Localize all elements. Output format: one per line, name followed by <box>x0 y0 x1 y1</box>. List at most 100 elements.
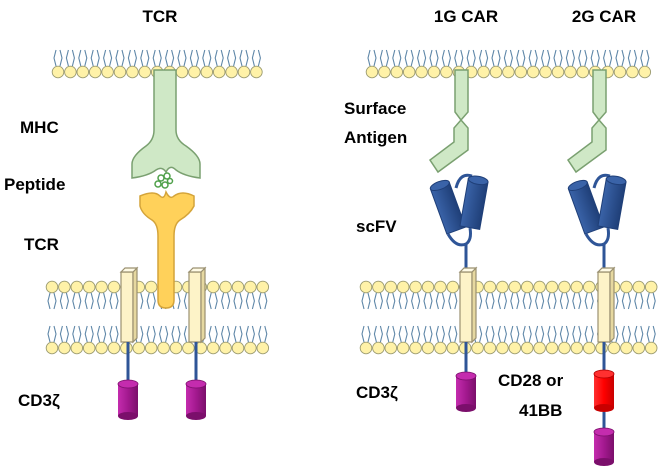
lipid-tail <box>59 292 69 310</box>
lipid-tail <box>146 292 156 310</box>
mhc-molecule <box>131 69 201 179</box>
lipid-head <box>582 341 596 355</box>
lipid-tail <box>503 49 513 67</box>
lipid-head <box>595 341 608 355</box>
lipid-head <box>82 341 96 355</box>
lipid-tail <box>221 325 231 343</box>
lipid-tail <box>140 49 150 67</box>
lipid-tail <box>479 49 489 67</box>
lipid-head <box>206 280 220 294</box>
lipid-tail <box>171 325 181 343</box>
lipid-head <box>169 341 183 355</box>
lipid-head <box>231 280 245 294</box>
lipid-head <box>372 341 385 355</box>
lipid-tail <box>53 49 63 67</box>
lipid-head <box>496 341 509 355</box>
lipid-head <box>539 65 552 79</box>
lipid-head <box>570 341 584 355</box>
lipid-head <box>533 341 546 355</box>
lipid-head <box>638 65 652 79</box>
lipid-tail <box>239 49 249 67</box>
lipid-head <box>533 280 546 294</box>
cd3-cylinder-2g <box>593 427 615 466</box>
lipid-tail <box>627 49 637 67</box>
lipid-tail <box>59 325 69 343</box>
lipid-tail <box>578 49 588 67</box>
lipid-tail <box>510 325 520 343</box>
cd3-label-left: CD3ζ <box>18 391 60 410</box>
lipid-tail <box>84 325 94 343</box>
lipid-tail <box>233 292 243 310</box>
lipid-tail <box>258 325 268 343</box>
lipid-tail <box>233 325 243 343</box>
lipid-head <box>138 65 152 79</box>
lipid-head <box>219 341 232 355</box>
lipid-tail <box>516 49 526 67</box>
lipid-head <box>514 65 528 79</box>
lipid-tail <box>522 325 532 343</box>
lipid-tail <box>214 49 224 67</box>
cd3-label-right: CD3ζ <box>356 383 398 402</box>
lipid-head <box>613 65 627 79</box>
lipid-tail <box>572 292 582 310</box>
lipid-tail <box>553 49 563 67</box>
lipid-head <box>212 65 226 79</box>
lipid-head <box>421 341 435 355</box>
lipid-head <box>558 341 571 355</box>
lipid-head <box>45 341 59 355</box>
lipid-head <box>95 341 108 355</box>
costim-label-2: 41BB <box>519 401 562 420</box>
lipid-head <box>45 280 59 294</box>
lipid-tail <box>245 325 255 343</box>
lipid-tail <box>640 49 650 67</box>
lipid-head <box>182 341 195 355</box>
scfv-1g <box>429 173 489 270</box>
lipid-head <box>396 280 410 294</box>
lipid-head <box>576 65 590 79</box>
lipid-tail <box>634 292 644 310</box>
lipid-tail <box>208 325 218 343</box>
transmembrane-1g <box>458 266 478 374</box>
lipid-head <box>626 65 639 79</box>
lipid-tail <box>65 49 75 67</box>
lipid-head <box>520 280 534 294</box>
lipid-head <box>434 341 447 355</box>
lipid-tail <box>251 49 261 67</box>
lipid-head <box>384 280 398 294</box>
lipid-head <box>113 65 127 79</box>
lipid-tail <box>522 292 532 310</box>
surface-antigen-1g <box>428 69 469 174</box>
lipid-tail <box>392 49 402 67</box>
lipid-head <box>256 341 270 355</box>
lipid-tail <box>491 49 501 67</box>
lipid-tail <box>448 292 458 310</box>
lipid-tail <box>435 325 445 343</box>
lipid-tail <box>535 292 545 310</box>
lipid-head <box>471 341 484 355</box>
lipid-head <box>107 341 121 355</box>
lipid-head <box>427 65 441 79</box>
lipid-tail <box>541 49 551 67</box>
lipid-tail <box>454 49 464 67</box>
lipid-tail <box>361 292 371 310</box>
lipid-head <box>607 341 621 355</box>
lipid-tail <box>221 292 231 310</box>
lipid-head <box>551 65 565 79</box>
lipid-tail <box>411 292 421 310</box>
lipid-tail <box>547 325 557 343</box>
lipid-head <box>502 65 515 79</box>
lipid-tail <box>634 325 644 343</box>
lipid-head <box>76 65 90 79</box>
lipid-head <box>582 280 596 294</box>
lipid-tail <box>47 292 57 310</box>
lipid-head <box>88 65 102 79</box>
lipid-tail <box>547 292 557 310</box>
surface-antigen-label-1: Surface <box>344 99 406 118</box>
lipid-tail <box>177 49 187 67</box>
lipid-head <box>70 280 84 294</box>
lipid-head <box>244 280 257 294</box>
tcr-receptor <box>139 189 195 309</box>
lipid-head <box>359 341 373 355</box>
lipid-tail <box>615 49 625 67</box>
